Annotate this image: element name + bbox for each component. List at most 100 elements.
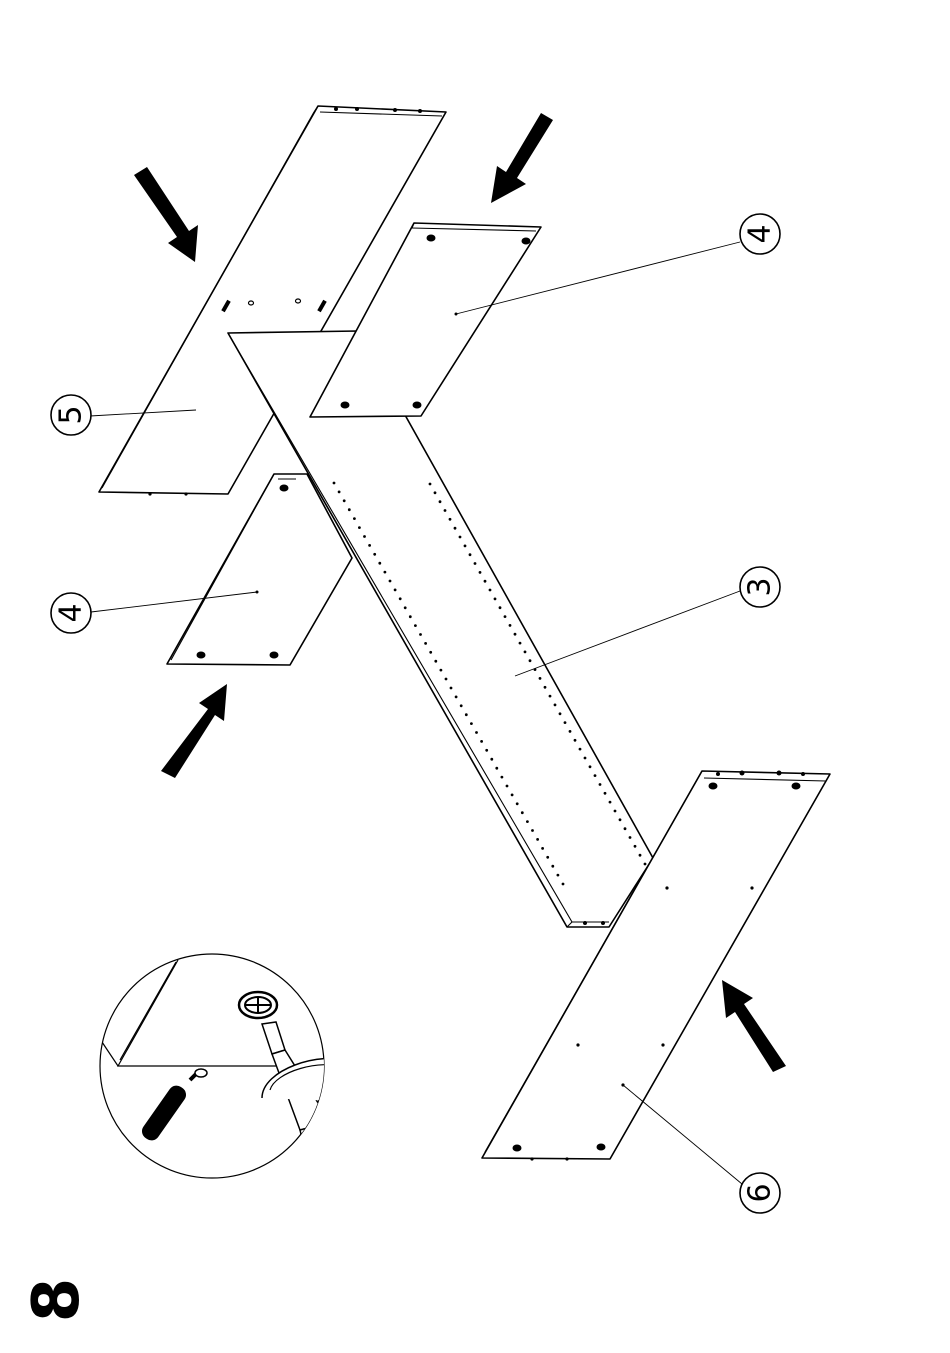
shelf-pin-hole xyxy=(378,562,381,565)
shelf-pin-hole xyxy=(469,553,472,556)
shelf-pin-hole xyxy=(574,739,577,742)
shelf-pin-hole xyxy=(624,827,627,830)
callout-6: 6 xyxy=(740,1173,780,1213)
shelf-pin-hole xyxy=(544,686,547,689)
shelf-pin-hole xyxy=(549,695,552,698)
shelf-pin-hole xyxy=(475,731,478,734)
shelf-pin-hole xyxy=(460,704,463,707)
shelf-pin-hole xyxy=(629,836,632,839)
shelf-pin-hole xyxy=(429,651,432,654)
shelf-pin-hole xyxy=(514,633,517,636)
shelf-pin-hole xyxy=(424,642,427,645)
shelf-pin-hole xyxy=(485,749,488,752)
shelf-pin-hole xyxy=(504,615,507,618)
shelf-pin-hole xyxy=(579,748,582,751)
shelf-pin-hole xyxy=(584,757,587,760)
shelf-pin-hole xyxy=(490,758,493,761)
shelf-pin-hole xyxy=(519,642,522,645)
shelf-pin-hole xyxy=(509,624,512,627)
callout-5: 5 xyxy=(51,395,91,435)
shelf-pin-hole xyxy=(484,580,487,583)
shelf-pin-hole xyxy=(353,517,356,520)
shelf-pin-hole xyxy=(536,838,539,841)
shelf-pin-hole xyxy=(529,659,532,662)
svg-text:6: 6 xyxy=(743,1183,778,1202)
shelf-pin-hole xyxy=(541,847,544,850)
shelf-pin-hole xyxy=(501,776,504,779)
shelf-pin-hole xyxy=(511,794,514,797)
shelf-pin-hole xyxy=(479,571,482,574)
arrow-left-bottom xyxy=(161,684,227,778)
shelf-pin-hole xyxy=(614,810,617,813)
leader-6 xyxy=(623,1085,742,1184)
shelf-pin-hole xyxy=(546,856,549,859)
step-number: 8 xyxy=(20,1278,94,1323)
shelf-pin-hole xyxy=(414,624,417,627)
detail-inset-cam-lock xyxy=(100,954,375,1180)
shelf-pin-hole xyxy=(338,491,341,494)
shelf-pin-hole xyxy=(609,801,612,804)
cam-lock-icon xyxy=(239,992,277,1018)
shelf-pin-hole xyxy=(480,740,483,743)
callout-3: 3 xyxy=(740,567,780,607)
shelf-pin-hole xyxy=(495,767,498,770)
shelf-pin-hole xyxy=(343,499,346,502)
shelf-pin-hole xyxy=(404,606,407,609)
shelf-pin-hole xyxy=(526,820,529,823)
shelf-pin-hole xyxy=(363,535,366,538)
shelf-pin-hole xyxy=(399,597,402,600)
svg-text:5: 5 xyxy=(54,405,89,424)
shelf-pin-hole xyxy=(454,527,457,530)
shelf-pin-hole xyxy=(521,811,524,814)
shelf-pin-hole xyxy=(440,669,443,672)
shelf-pin-hole xyxy=(384,571,387,574)
shelf-pin-hole xyxy=(559,712,562,715)
shelf-pin-hole xyxy=(459,536,462,539)
shelf-pin-hole xyxy=(394,589,397,592)
svg-text:3: 3 xyxy=(743,577,778,596)
shelf-pin-hole xyxy=(564,721,567,724)
shelf-pin-hole xyxy=(434,491,437,494)
shelf-pin-hole xyxy=(333,482,336,485)
shelf-pin-hole xyxy=(434,660,437,663)
arrow-right-bottom xyxy=(722,980,786,1072)
shelf-pin-hole xyxy=(439,500,442,503)
arrow-top-left xyxy=(134,167,198,262)
shelf-pin-hole xyxy=(554,704,557,707)
shelf-pin-hole xyxy=(644,863,647,866)
shelf-pin-hole xyxy=(516,802,519,805)
shelf-pin-hole xyxy=(444,509,447,512)
callout-4-top: 4 xyxy=(740,214,780,254)
svg-text:4: 4 xyxy=(54,603,89,622)
shelf-pin-hole xyxy=(599,783,602,786)
shelf-pin-hole xyxy=(499,606,502,609)
shelf-pin-hole xyxy=(634,845,637,848)
shelf-pin-hole xyxy=(358,526,361,529)
shelf-pin-hole xyxy=(409,615,412,618)
svg-text:4: 4 xyxy=(743,224,778,243)
shelf-pin-hole xyxy=(470,722,473,725)
callout-4-left: 4 xyxy=(51,593,91,633)
shelf-pin-hole xyxy=(489,589,492,592)
shelf-pin-hole xyxy=(464,545,467,548)
shelf-pin-hole xyxy=(465,713,468,716)
shelf-pin-hole xyxy=(419,633,422,636)
shelf-pin-hole xyxy=(494,598,497,601)
shelf-pin-hole xyxy=(604,792,607,795)
shelf-pin-hole xyxy=(474,562,477,565)
shelf-pin-hole xyxy=(594,774,597,777)
shelf-pin-hole xyxy=(531,829,534,832)
shelf-pin-hole xyxy=(639,854,642,857)
shelf-pin-hole xyxy=(429,483,432,486)
shelf-pin-hole xyxy=(562,883,565,886)
shelf-pin-hole xyxy=(373,553,376,556)
shelf-pin-hole xyxy=(445,678,448,681)
svg-text:8: 8 xyxy=(20,1278,94,1323)
shelf-pin-hole xyxy=(389,580,392,583)
shelf-pin-hole xyxy=(539,677,542,680)
shelf-pin-hole xyxy=(551,865,554,868)
shelf-pin-hole xyxy=(569,730,572,733)
arrow-top-center xyxy=(491,113,553,203)
shelf-pin-hole xyxy=(449,518,452,521)
